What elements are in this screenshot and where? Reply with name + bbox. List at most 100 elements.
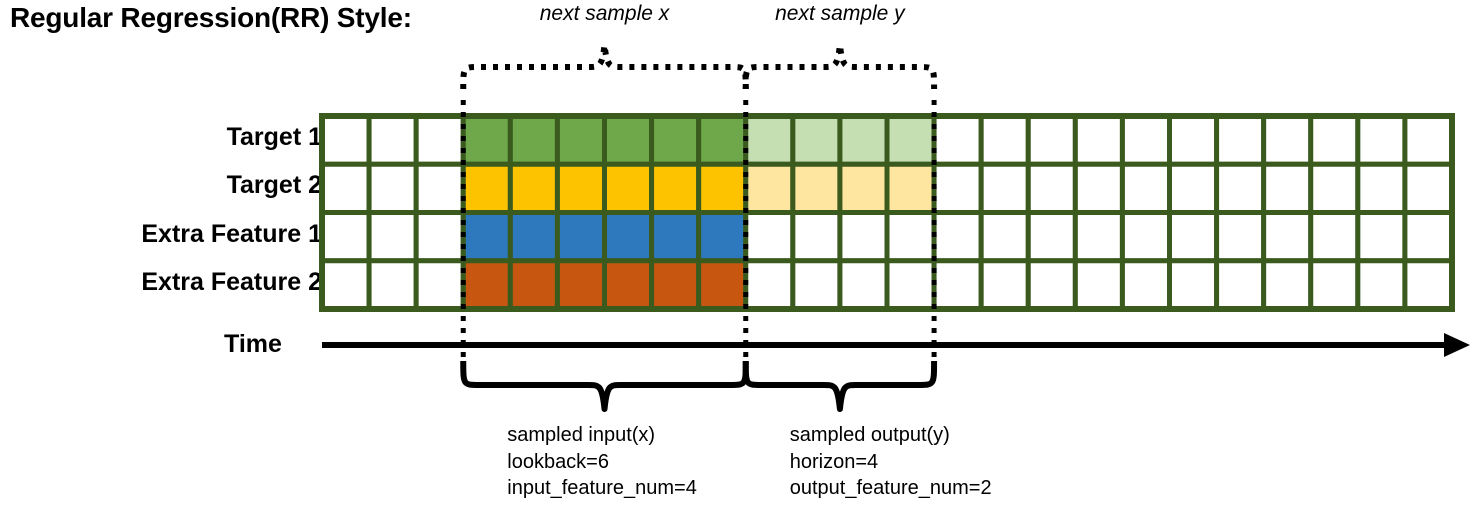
grid-cell bbox=[1025, 210, 1078, 264]
bottom-note-sampled-output: sampled output(y) horizon=4 output_featu… bbox=[789, 424, 992, 500]
grid-cell bbox=[602, 258, 655, 312]
grid-cell bbox=[931, 161, 984, 215]
grid-cell bbox=[413, 210, 466, 264]
grid-cell bbox=[790, 258, 843, 312]
grid-cell bbox=[366, 210, 419, 264]
grid-cell bbox=[884, 113, 937, 167]
grid-cell bbox=[460, 210, 513, 264]
grid-cell bbox=[1261, 113, 1314, 167]
grid-cell bbox=[743, 258, 796, 312]
grid-cell bbox=[507, 258, 560, 312]
grid-cell bbox=[1261, 210, 1314, 264]
bottom-brace-1 bbox=[742, 360, 938, 412]
grid-cell bbox=[1167, 258, 1220, 312]
grid-cell bbox=[413, 161, 466, 215]
top-brace-label-next-sample-y: next sample y bbox=[775, 2, 905, 25]
grid-cell bbox=[790, 161, 843, 215]
grid-cell bbox=[413, 258, 466, 312]
time-axis-arrowhead bbox=[1444, 333, 1470, 357]
grid-cell bbox=[554, 258, 608, 312]
grid-cell bbox=[460, 258, 513, 312]
grid-cell bbox=[649, 210, 702, 264]
grid-cell bbox=[1355, 161, 1408, 215]
grid-cell bbox=[696, 113, 749, 167]
page-title: Regular Regression(RR) Style: bbox=[10, 2, 412, 33]
row-label-extra-feature-1: Extra Feature 1 bbox=[141, 219, 322, 248]
grid-cell bbox=[837, 113, 890, 167]
grid-cell bbox=[1119, 161, 1172, 215]
grid-cell bbox=[1167, 113, 1220, 167]
grid-cell bbox=[649, 113, 702, 167]
grid-cell bbox=[978, 161, 1031, 215]
grid-cell bbox=[460, 113, 513, 167]
grid-cell bbox=[1214, 258, 1267, 312]
grid-cell bbox=[837, 210, 890, 264]
time-axis-label: Time bbox=[224, 330, 282, 358]
grid-cell bbox=[696, 258, 749, 312]
top-brace-0 bbox=[460, 44, 749, 90]
grid-cell bbox=[1025, 258, 1078, 312]
grid-cell bbox=[319, 210, 372, 264]
grid-cell bbox=[1355, 258, 1408, 312]
grid-cell bbox=[1308, 258, 1361, 312]
grid-cell bbox=[1402, 113, 1455, 167]
grid-cell bbox=[366, 113, 419, 167]
grid-cell bbox=[649, 161, 702, 215]
grid-cell bbox=[319, 258, 372, 312]
grid-cell bbox=[366, 161, 419, 215]
grid-cell bbox=[1355, 210, 1408, 264]
grid-cell bbox=[931, 210, 984, 264]
grid-cell bbox=[1072, 113, 1125, 167]
grid-cell bbox=[413, 113, 466, 167]
grid-cell bbox=[1119, 113, 1172, 167]
grid-cell bbox=[1261, 258, 1314, 312]
grid-cell bbox=[1308, 113, 1361, 167]
grid-cell bbox=[696, 161, 749, 215]
grid-cell bbox=[1308, 161, 1361, 215]
grid-cell bbox=[554, 113, 608, 167]
grid-cell bbox=[602, 161, 655, 215]
timeseries-grid bbox=[319, 113, 1455, 312]
grid-cell bbox=[1025, 113, 1078, 167]
bottom-note-sampled-input: sampled input(x) lookback=6 input_featur… bbox=[507, 424, 697, 500]
grid-cell bbox=[884, 258, 937, 312]
grid-cell bbox=[319, 161, 372, 215]
grid-cell bbox=[554, 210, 608, 264]
grid-cell bbox=[1214, 113, 1267, 167]
row-label-target-1: Target 1 bbox=[226, 123, 322, 152]
grid-cell bbox=[1214, 161, 1267, 215]
grid-cell bbox=[366, 258, 419, 312]
top-brace-label-next-sample-x: next sample x bbox=[539, 2, 670, 25]
grid-cell bbox=[319, 113, 372, 167]
grid-cell bbox=[1119, 258, 1172, 312]
grid-cell bbox=[696, 210, 749, 264]
grid-cell bbox=[884, 161, 937, 215]
grid-cell bbox=[790, 210, 843, 264]
bottom-brace-0 bbox=[460, 360, 749, 412]
grid-cell bbox=[507, 161, 560, 215]
grid-cell bbox=[884, 210, 937, 264]
grid-cell bbox=[1072, 161, 1125, 215]
grid-cell bbox=[649, 258, 702, 312]
grid-cell bbox=[743, 210, 796, 264]
grid-cell bbox=[1355, 113, 1408, 167]
grid-cell bbox=[602, 113, 655, 167]
grid-cell bbox=[1261, 161, 1314, 215]
grid-outline bbox=[319, 113, 1455, 312]
grid-cell bbox=[1214, 210, 1267, 264]
grid-cell bbox=[1402, 161, 1455, 215]
grid-cell bbox=[554, 161, 608, 215]
row-label-extra-feature-2: Extra Feature 2 bbox=[141, 267, 322, 296]
grid-cell bbox=[1025, 161, 1078, 215]
grid-cell bbox=[460, 161, 513, 215]
grid-cell bbox=[1072, 258, 1125, 312]
grid-cell bbox=[1119, 210, 1172, 264]
grid-cell bbox=[837, 258, 890, 312]
grid-cell bbox=[602, 210, 655, 264]
grid-cell bbox=[1167, 210, 1220, 264]
top-brace-1 bbox=[742, 44, 938, 90]
grid-cell bbox=[1402, 210, 1455, 264]
grid-cell bbox=[931, 258, 984, 312]
